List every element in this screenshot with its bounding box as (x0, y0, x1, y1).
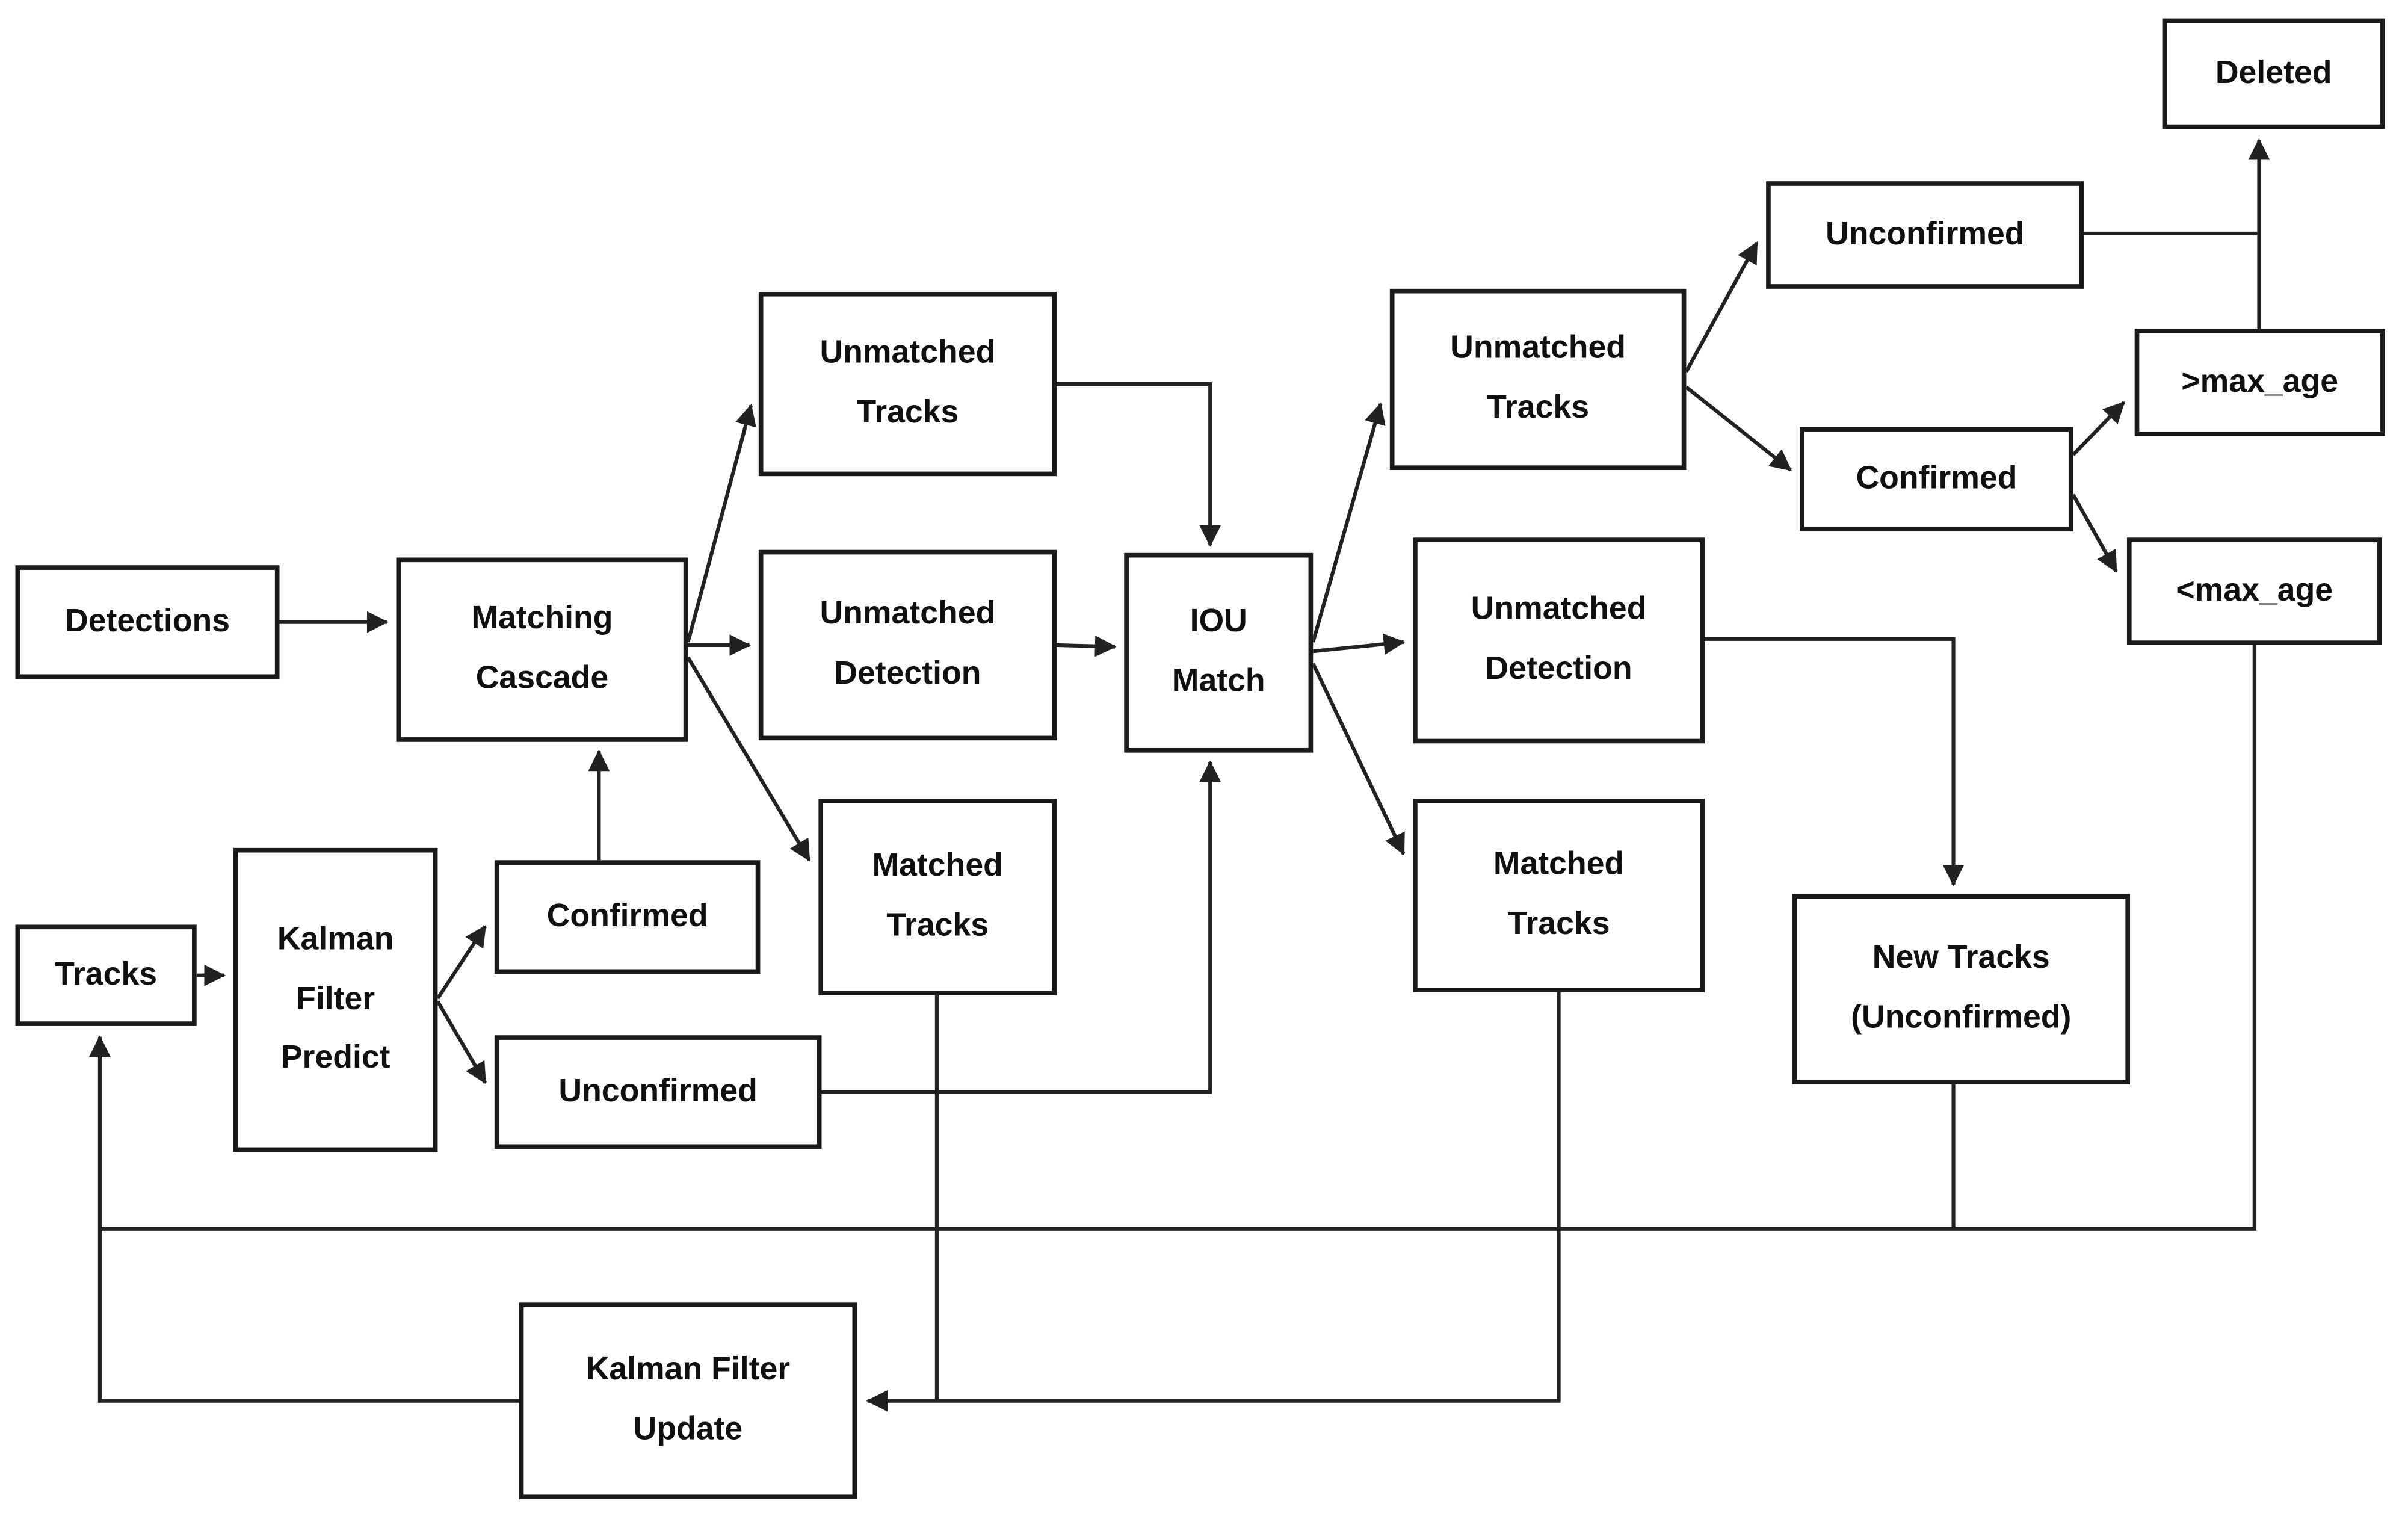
node-unmatched-detection-left: Unmatched Detection (758, 549, 1057, 741)
edge-unmatched-tracks-iou-match (1056, 382, 1221, 547)
node-tracks: Tracks (15, 924, 197, 1026)
edge-iou-match-unmatched-tracks-right (1311, 402, 1386, 643)
edge-matching-cascade-matched-tracks (686, 656, 811, 862)
edge-confirmed-right-lt-max-age (2071, 493, 2118, 573)
edge-kalman-update-tracks (89, 1035, 519, 1403)
edge-unconfirmed-iou-match (821, 760, 1221, 1094)
node-matching-cascade: Matching Cascade (396, 557, 688, 742)
edge-matching-cascade-unmatched-tracks (686, 404, 756, 643)
edge-lt-max-age-feedback (99, 645, 2256, 1231)
edge-matched-tracks-right-kalman-update (866, 992, 1561, 1412)
edge-unmatched-tracks-right-confirmed-right (1685, 385, 1792, 472)
node-unmatched-detection-right: Unmatched Detection (1413, 537, 1705, 744)
edge-iou-match-unmatched-detection-right (1312, 633, 1406, 655)
connectors (89, 138, 2270, 1412)
node-unconfirmed-left: Unconfirmed (494, 1035, 822, 1149)
node-kalman-filter-update: Kalman Filter Update (519, 1302, 857, 1500)
edge-kalman-predict-confirmed (436, 924, 487, 1000)
node-lt-max-age: <max_age (2126, 537, 2382, 645)
edge-unmatched-detection-right-new-tracks (1705, 637, 1965, 886)
node-confirmed-right: Confirmed (1800, 427, 2073, 532)
node-unmatched-tracks-right: Unmatched Tracks (1389, 288, 1687, 471)
node-new-tracks: New Tracks (Unconfirmed) (1792, 894, 2131, 1084)
edge-confirmed-right-gt-max-age (2072, 401, 2126, 456)
node-kalman-filter-predict: Kalman Filter Predict (233, 847, 438, 1152)
edge-iou-match-matched-tracks-right (1311, 663, 1406, 856)
edge-unmatched-detection-iou-match (1056, 635, 1117, 657)
node-iou-match: IOU Match (1124, 552, 1314, 753)
node-unmatched-tracks-left: Unmatched Tracks (758, 291, 1057, 477)
edge-kalman-predict-unconfirmed (436, 1000, 487, 1084)
node-gt-max-age: >max_age (2134, 329, 2385, 436)
node-deleted: Deleted (2162, 18, 2385, 129)
node-confirmed-left: Confirmed (494, 860, 761, 974)
node-matched-tracks-left: Matched Tracks (818, 799, 1057, 995)
node-unconfirmed-top: Unconfirmed (1766, 181, 2084, 289)
node-matched-tracks-right: Matched Tracks (1413, 799, 1705, 992)
edge-unmatched-tracks-right-unconfirmed-top (1684, 241, 1759, 373)
node-detections: Detections (15, 565, 280, 679)
